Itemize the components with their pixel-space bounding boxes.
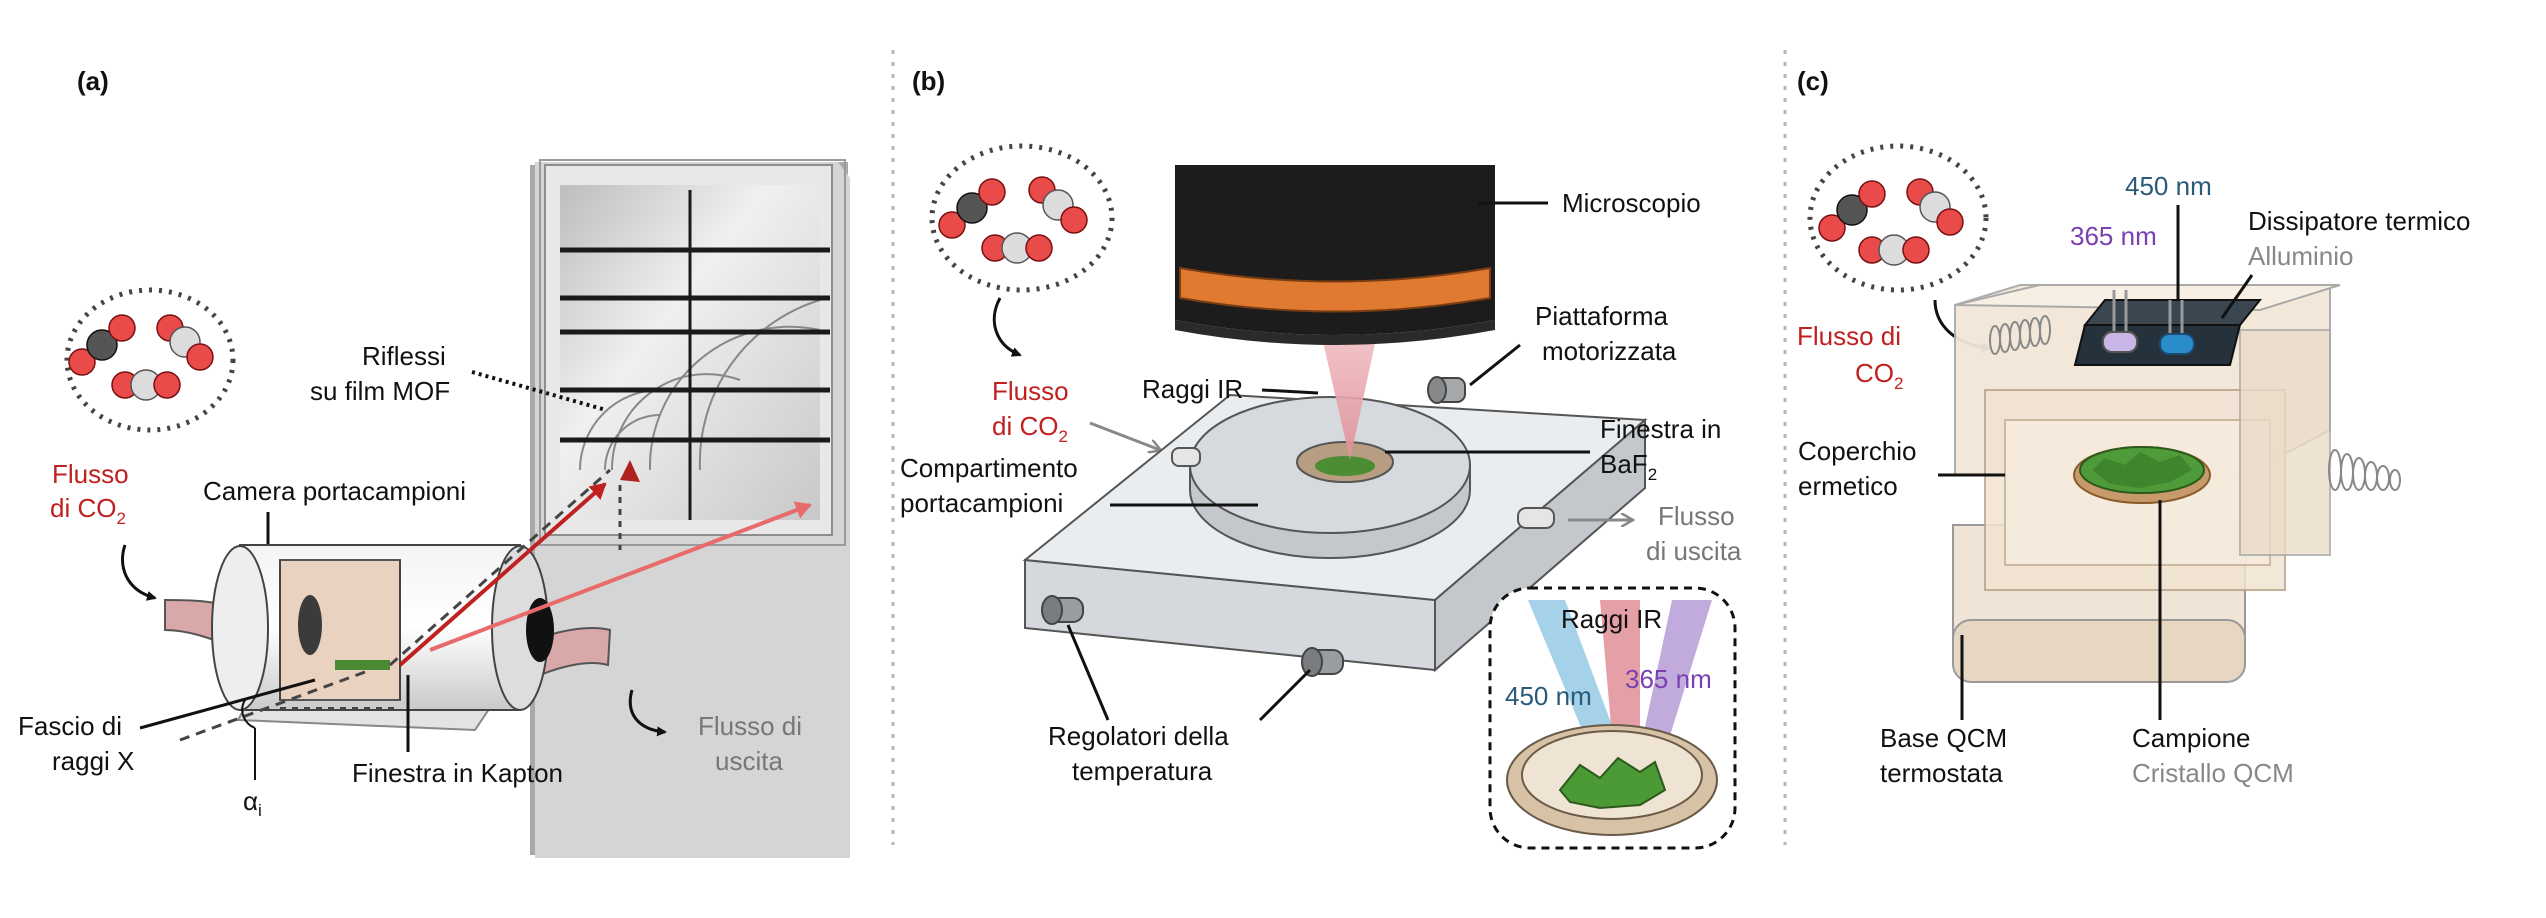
lid-label: Coperchio ermetico [1798,436,1924,501]
compartment-label: Compartimento portacampioni [900,453,1085,518]
motorized-stage-label: Piattaforma motorizzata [1535,301,1677,366]
panel-c: (c) Flusso di CO2 [1797,66,2478,788]
incidence-angle-label: αi [243,786,262,820]
gas-port-inlet [1171,447,1201,467]
gas-port-outlet [1517,507,1555,529]
flow-in-label-a-2: di CO2 [50,493,126,528]
flow-in-label-c: Flusso di [1797,321,1901,351]
co2-molecule-icon [156,314,214,371]
inlet-coil-icon [1989,315,2051,355]
panel-c-tag: (c) [1797,66,1829,96]
stage-connector [1427,376,1466,404]
temperature-regulator-knobs [1041,595,1344,677]
co2-molecule-icon [1028,176,1088,234]
xray-path [389,468,611,667]
co2-molecule-icon [111,369,181,401]
sample-chamber [211,544,554,711]
xray-beam-label: Fascio di raggi X [18,711,134,776]
knob-icon [1041,595,1084,625]
led-450nm-label: 450 nm [2125,171,2212,201]
knob-icon [1301,647,1344,677]
co2-molecule-icon [1818,180,1886,242]
inset-450nm-label: 450 nm [1505,681,1592,711]
co2-molecules-icon [1807,143,1989,293]
sample-label: Campione Cristallo QCM [2132,723,2294,788]
flow-in-arrow-a [121,544,157,601]
diffracted-beam-2 [429,501,812,652]
flow-in-label-c-2: CO2 [1855,358,1903,393]
flow-in-label-b: Flusso [992,376,1069,406]
panel-a: (a) Flusso di CO2 [18,66,850,858]
qcm-crystal-sample [2073,446,2211,504]
baf2-window-label: Finestra in [1600,414,1721,444]
reflections-label: Riflessi su film MOF [310,341,453,406]
detector-frame [539,159,846,546]
co2-molecule-icon [68,314,136,376]
co2-molecule-icon [1858,234,1930,266]
co2-molecules-icon [929,143,1115,293]
detector-gridlines [560,247,830,443]
panel-a-tag: (a) [77,66,109,96]
inset-ir-label: Raggi IR [1561,604,1662,634]
co2-molecule-icon [1906,178,1964,236]
flow-out-label-a: Flusso di uscita [698,711,809,776]
flow-in-label-b-2: di CO2 [992,411,1068,446]
flow-out-arrow-a [628,689,667,737]
temperature-regulators-label: Regolatori della temperatura [1048,721,1236,786]
flow-in-arrow-b [992,297,1022,357]
kapton-window-label: Finestra in Kapton [352,758,563,788]
led-365nm-label: 365 nm [2070,221,2157,251]
diffracted-beam-1 [398,482,607,667]
sample-compartment [1189,396,1471,559]
led-365nm-icon [2102,290,2138,353]
flow-out-label-b: Flusso di uscita [1646,501,1742,566]
qcm-cell [1952,284,2401,683]
heatsink-label: Dissipatore termico Alluminio [2248,206,2478,271]
ir-beam-label: Raggi IR [1142,374,1243,404]
detector-screen [530,162,850,858]
baf2-window-label-2: BaF2 [1600,449,1657,484]
qcm-base-label: Base QCM termostata [1880,723,2014,788]
co2-molecule-icon [981,232,1053,264]
panel-b: (b) Flusso di CO2 [900,66,1742,850]
co2-molecule-icon [938,178,1006,239]
outlet-tube [533,627,612,677]
co2-molecules-icon [64,287,236,433]
panel-b-tag: (b) [912,66,945,96]
ir-beam [1318,320,1380,460]
microscope [1175,165,1495,345]
microscope-label: Microscopio [1562,188,1701,218]
outlet-coil-icon [2328,449,2401,491]
inset-365nm-label: 365 nm [1625,664,1712,694]
led-450nm-icon [2159,300,2195,355]
chamber-label: Camera portacampioni [203,476,466,506]
ir-inset: Raggi IR 450 nm 365 nm [1488,586,1737,850]
flow-in-label-a: Flusso [52,459,129,489]
